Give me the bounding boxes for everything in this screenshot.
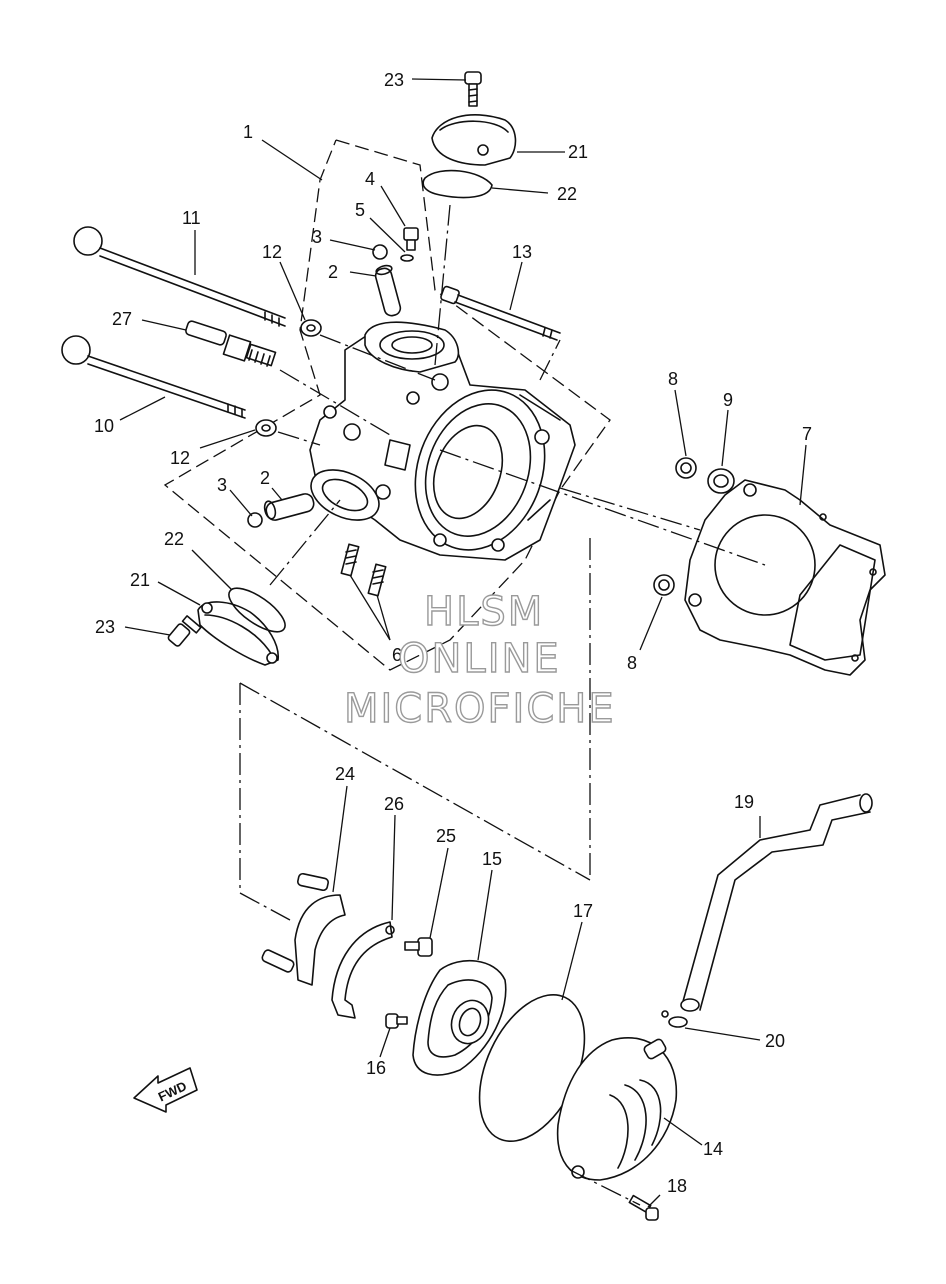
callout-11: 11	[182, 208, 201, 228]
watermark: HLSM ONLINE MICROFICHE	[343, 588, 616, 732]
upper-guide-pin	[374, 264, 402, 317]
callout-8-bottom: 8	[627, 653, 637, 673]
side-o-ring	[228, 587, 286, 633]
callout-20: 20	[765, 1031, 785, 1051]
side-cap	[197, 601, 279, 666]
spark-plug	[185, 320, 277, 367]
watermark-line-2: ONLINE	[398, 636, 561, 682]
cylinder-head	[309, 321, 576, 561]
cover-plate-15	[412, 959, 507, 1076]
callout-12-bottom: 12	[170, 448, 190, 468]
bolt-16	[385, 1013, 408, 1029]
fwd-arrow-icon: FWD	[133, 1067, 198, 1113]
washer	[400, 254, 414, 262]
callout-21-top: 21	[568, 142, 588, 162]
callout-16: 16	[366, 1058, 386, 1078]
tensioner-guide-24	[261, 872, 346, 986]
callout-22-side: 22	[164, 529, 184, 549]
callout-7: 7	[802, 424, 812, 444]
callout-3-bottom: 3	[217, 475, 227, 495]
washers-12	[255, 319, 322, 437]
dowel-pins	[340, 543, 387, 597]
callout-1: 1	[243, 122, 253, 142]
callout-23-top: 23	[384, 70, 404, 90]
top-cap	[431, 114, 517, 166]
callout-25: 25	[436, 826, 456, 846]
end-cover-14	[556, 1037, 678, 1181]
head-gasket	[684, 479, 886, 676]
bolt-25	[404, 937, 433, 957]
side-bolt	[167, 615, 202, 647]
watermark-line-1: HLSM	[424, 589, 544, 635]
callout-27: 27	[112, 309, 132, 329]
leader-lines	[119, 78, 807, 1208]
callout-9: 9	[723, 390, 733, 410]
callout-6: 6	[392, 645, 402, 665]
lower-guide-pin	[263, 493, 315, 521]
callout-2-bottom: 2	[260, 468, 270, 488]
upper-circlip	[372, 244, 388, 260]
callout-14: 14	[703, 1139, 723, 1159]
dowel-8-lower	[653, 574, 675, 596]
callout-8-top: 8	[668, 369, 678, 389]
small-bolt	[403, 227, 419, 251]
callout-13: 13	[512, 242, 532, 262]
callout-19: 19	[734, 792, 754, 812]
top-bolt	[464, 71, 482, 107]
callout-17: 17	[573, 901, 593, 921]
dowel-8-upper	[675, 457, 697, 479]
clip-20	[661, 1010, 688, 1028]
callout-26: 26	[384, 794, 404, 814]
lower-circlip	[247, 512, 263, 528]
callout-15: 15	[482, 849, 502, 869]
callout-21-side: 21	[130, 570, 150, 590]
watermark-line-3: MICROFICHE	[344, 686, 616, 732]
top-o-ring	[422, 169, 493, 199]
callout-2-top: 2	[328, 262, 338, 282]
callout-23-side: 23	[95, 617, 115, 637]
cylinder-head-assembly-outline	[163, 139, 611, 671]
callout-3-top: 3	[312, 227, 322, 247]
callout-4: 4	[365, 169, 375, 189]
long-bolt-10	[61, 335, 246, 419]
callout-12-top: 12	[262, 242, 282, 262]
callout-18: 18	[667, 1176, 687, 1196]
callout-labels: 1 23 21 22 4 5 3 2 11 12 13 27 10 12 3 2…	[94, 70, 812, 1196]
hose-19	[680, 793, 873, 1012]
callout-22-top: 22	[557, 184, 577, 204]
oil-seal-9	[707, 468, 735, 494]
callout-10: 10	[94, 416, 114, 436]
bottom-chain-outline	[239, 538, 591, 921]
bolt-13	[440, 285, 561, 341]
bolt-18	[628, 1194, 659, 1221]
long-bolt-11	[73, 226, 286, 327]
callout-24: 24	[335, 764, 355, 784]
callout-5: 5	[355, 200, 365, 220]
bracket-26	[331, 921, 395, 1019]
